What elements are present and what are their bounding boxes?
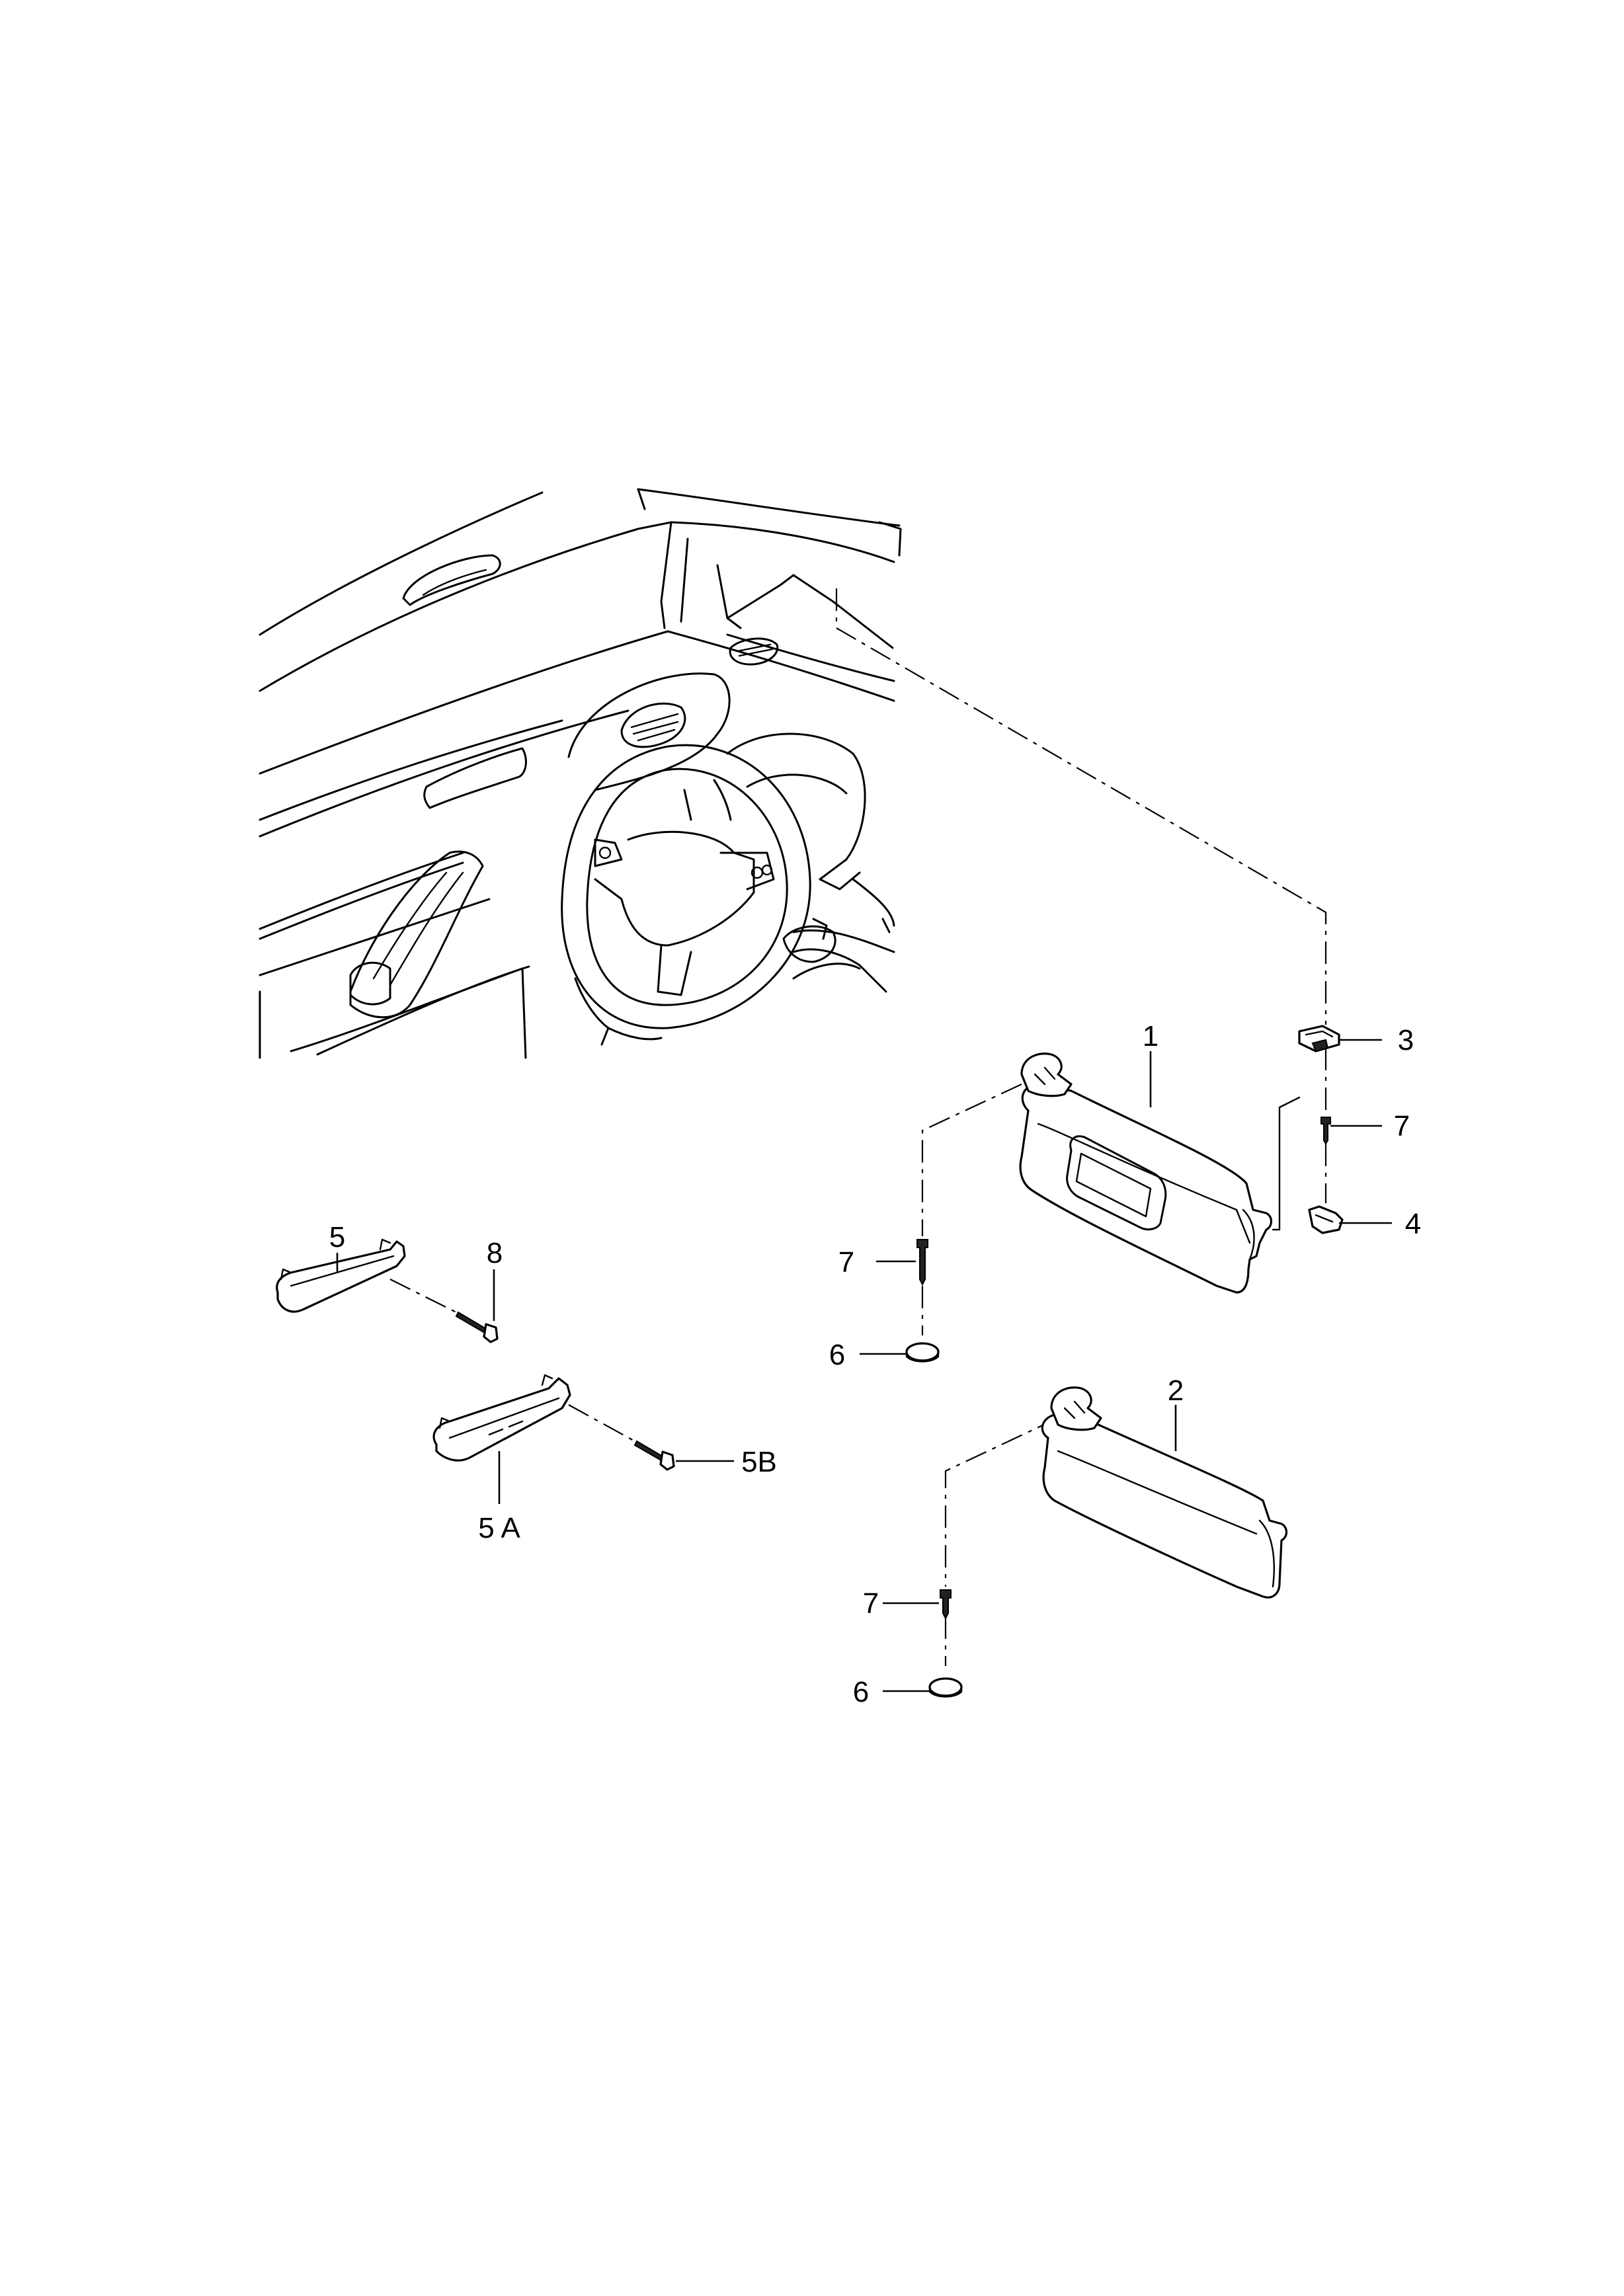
callout-1: 1 [1143,1020,1158,1052]
screw-7-middle [916,1239,928,1287]
screw-7-upper [1320,1117,1331,1145]
callout-5: 5 [329,1221,345,1253]
screw-5b [633,1440,675,1471]
visor-clip-lower [1308,1205,1344,1234]
vehicle-interior-overview [259,488,902,1059]
callout-labels: 1 2 3 4 5 5 A 5B 6 6 7 7 7 8 [329,1020,1421,1708]
callout-8: 8 [487,1237,503,1269]
sun-visor-with-mirror [1019,1052,1273,1294]
callout-7-lower: 7 [863,1587,879,1620]
callout-5a: 5 A [478,1512,520,1544]
cover-cap-6-upper [905,1342,940,1363]
grab-handle-a [432,1374,571,1462]
callout-leaders [336,1039,1392,1692]
assembly-leader-lines [389,588,1327,1666]
callout-6-upper: 6 [829,1339,845,1371]
cover-cap-6-lower [928,1677,963,1698]
visor-clip-upper [1298,1025,1340,1052]
screw-8 [455,1311,499,1343]
callout-5b: 5B [741,1446,777,1478]
screw-7-lower [940,1589,952,1620]
grab-handle [276,1238,406,1313]
callout-4: 4 [1405,1208,1421,1240]
callout-7-middle: 7 [838,1246,854,1279]
callout-6-lower: 6 [853,1676,869,1708]
callout-2: 2 [1168,1374,1184,1407]
callout-7-upper: 7 [1394,1110,1410,1142]
sun-visor [1041,1386,1288,1599]
callout-3: 3 [1398,1024,1414,1056]
